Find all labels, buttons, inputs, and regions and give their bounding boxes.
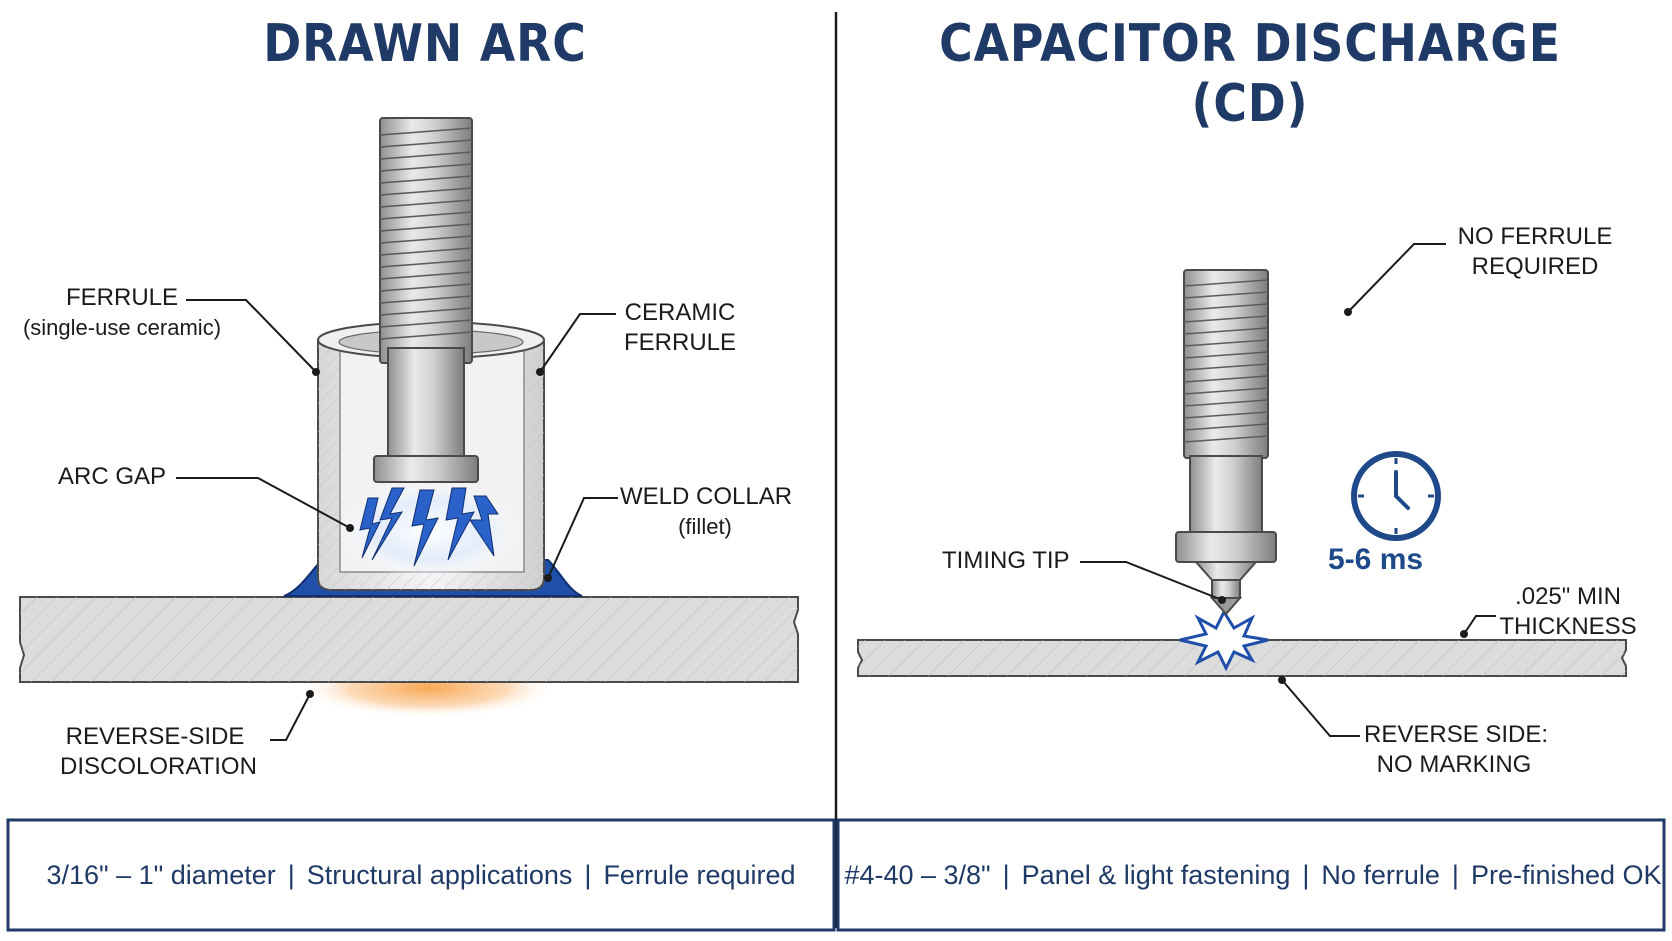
reverse-discoloration-label: REVERSE-SIDE DISCOLORATION xyxy=(60,722,257,782)
spark-icon xyxy=(1179,608,1269,672)
lightning-icon xyxy=(359,487,499,567)
threaded-stud xyxy=(373,117,479,483)
reverse-discoloration-line1: REVERSE-SIDE xyxy=(65,723,245,750)
no-ferrule-line2: REQUIRED xyxy=(1471,253,1599,280)
footer-left-item: Structural applications xyxy=(306,859,573,890)
weld-collar-sub: (fillet) xyxy=(678,514,732,539)
reverse-no-marking-line2: NO MARKING xyxy=(1376,751,1532,778)
drawn-arc-illustration xyxy=(19,117,799,718)
timing-tip-label: TIMING TIP xyxy=(942,547,1070,574)
footer-separator: | xyxy=(1002,859,1010,890)
footer-left-item: 3/16" – 1" diameter xyxy=(46,859,276,890)
cd-illustration xyxy=(857,269,1627,677)
right-leader-dots xyxy=(1218,308,1468,684)
footer-separator: | xyxy=(1302,859,1310,890)
footer-right: #4-40 – 3/8" | Panel & light fastening |… xyxy=(842,820,1664,930)
ferrule-label-title: FERRULE xyxy=(65,284,179,311)
no-ferrule-line1: NO FERRULE xyxy=(1457,223,1613,250)
ceramic-ferrule-line1: CERAMIC xyxy=(624,299,736,326)
footer-separator: | xyxy=(287,859,295,890)
cd-title: CAPACITOR DISCHARGE (CD) xyxy=(939,14,1561,134)
cd-stud xyxy=(1175,269,1277,616)
base-plate-thick xyxy=(19,596,799,683)
left-leader-lines xyxy=(176,299,618,741)
arc-gap-label: ARC GAP xyxy=(58,463,167,490)
ferrule-label-sub: (single-use ceramic) xyxy=(22,315,222,340)
reverse-discoloration-line2: DISCOLORATION xyxy=(60,753,257,780)
reverse-no-marking-line1: REVERSE SIDE: xyxy=(1364,721,1549,748)
footer-left: 3/16" – 1" diameter | Structural applica… xyxy=(8,820,834,930)
footer-right-item: #4-40 – 3/8" xyxy=(844,859,991,890)
footer-right-item: No ferrule xyxy=(1321,859,1440,890)
ceramic-ferrule-line2: FERRULE xyxy=(623,329,737,356)
clock-icon xyxy=(1351,451,1441,541)
footer-box-right xyxy=(836,818,1666,932)
footer-box-left xyxy=(6,818,836,932)
no-ferrule-label: NO FERRULE REQUIRED xyxy=(1450,222,1620,282)
weld-collar-label: WELD COLLAR (fillet) xyxy=(620,482,793,542)
footer-separator: | xyxy=(584,859,592,890)
reverse-no-marking-label: REVERSE SIDE: NO MARKING xyxy=(1364,720,1549,780)
thickness-label: .025" MIN THICKNESS xyxy=(1498,582,1638,642)
base-plate-thin xyxy=(857,639,1627,677)
footer-right-item: Pre-finished OK xyxy=(1470,859,1662,890)
thickness-line2: THICKNESS xyxy=(1499,613,1637,640)
right-leader-lines xyxy=(1080,243,1496,737)
thickness-line1: .025" MIN xyxy=(1515,583,1621,610)
ceramic-ferrule-label: CERAMIC FERRULE xyxy=(620,298,740,358)
time-label: 5-6 ms xyxy=(1328,543,1424,576)
footer-separator: | xyxy=(1451,859,1459,890)
drawn-arc-title: DRAWN ARC xyxy=(263,14,587,74)
ferrule-label: FERRULE (single-use ceramic) xyxy=(22,283,222,343)
weld-collar-title: WELD COLLAR xyxy=(620,483,793,510)
left-leader-dots xyxy=(306,368,552,698)
footer-right-item: Panel & light fastening xyxy=(1021,859,1291,890)
footer-left-item: Ferrule required xyxy=(603,859,796,890)
